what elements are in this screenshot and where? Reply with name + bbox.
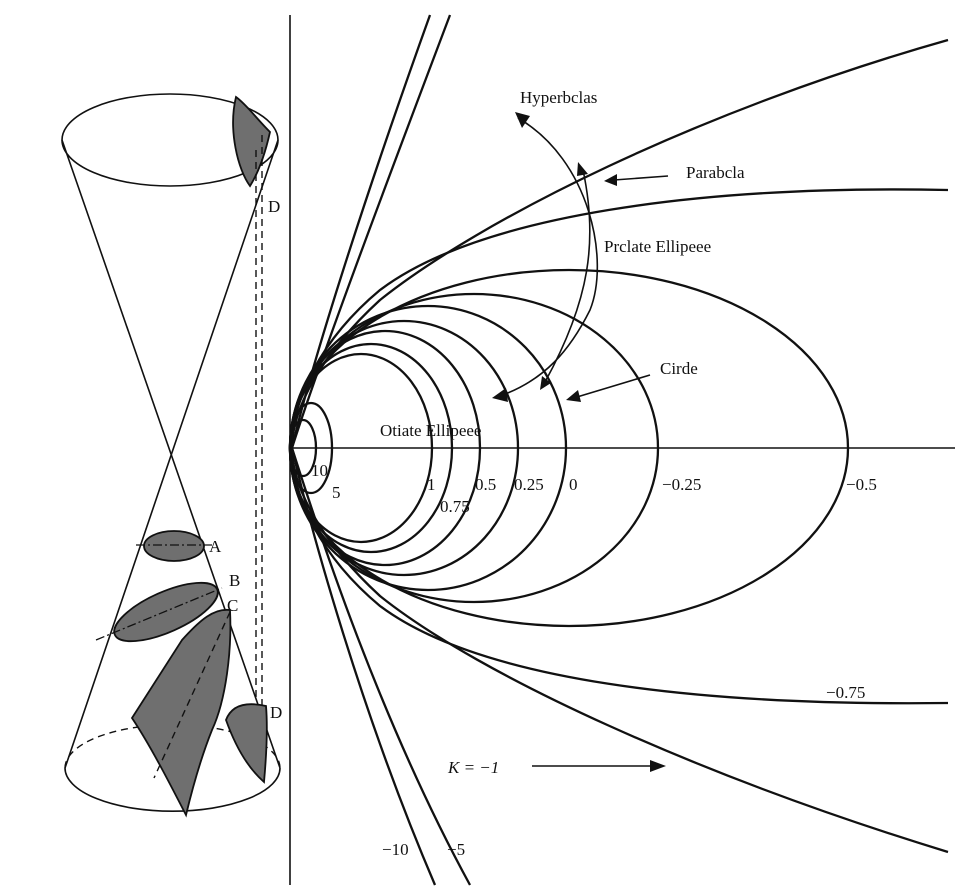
arrow-prolate-to-circle xyxy=(544,169,591,383)
k-label-5: 5 xyxy=(332,483,341,502)
cone-bottom-ellipse-front xyxy=(64,767,281,813)
ellipse-section xyxy=(113,581,219,643)
hyperbola-section-bottom xyxy=(225,703,268,784)
label-k-minus-one: K = −1 xyxy=(447,758,499,777)
label-oblate-ellipses: Otiate Ellipeee xyxy=(380,421,481,440)
arrow-circle-label xyxy=(576,374,651,398)
conic-curve-hyperbola-k-neg-10 xyxy=(290,14,437,886)
k-label-0-25: 0.25 xyxy=(514,475,544,494)
point-label-c: C xyxy=(227,596,238,615)
k-label-0: 0 xyxy=(569,475,578,494)
k-label-neg-10: −10 xyxy=(382,840,409,859)
k-label-10: 10 xyxy=(311,461,328,480)
arrow-parabola-label xyxy=(613,175,669,181)
cone-generator-right xyxy=(64,139,279,769)
k-label-neg-5: −5 xyxy=(447,840,465,859)
arrowhead-oblate xyxy=(492,388,508,402)
k-label-neg-0-5: −0.5 xyxy=(846,475,877,494)
conic-curve-k-neg-0-5 xyxy=(288,268,850,628)
k-label-neg-0-75: −0.75 xyxy=(826,683,865,702)
hyperbola-section-top xyxy=(232,95,271,188)
parabola-axis-line xyxy=(153,611,231,779)
k-label-0-75: 0.75 xyxy=(440,497,470,516)
point-label-a: A xyxy=(209,537,222,556)
conic-family-diagram: Hyperbclas Parabcla Prclate Ellipeee Cir… xyxy=(288,14,955,886)
conic-curve-hyperbola-k-neg-5 xyxy=(290,14,472,886)
label-hyperbolas: Hyperbclas xyxy=(520,88,597,107)
label-prolate-ellipses: Prclate Ellipeee xyxy=(604,237,711,256)
circle-section xyxy=(143,530,205,562)
point-label-d-bottom: D xyxy=(270,703,282,722)
k-label-1: 1 xyxy=(427,475,436,494)
arrowhead-hyperbola xyxy=(515,112,530,128)
conic-curve-k-neg-0-75 xyxy=(290,188,949,705)
label-parabola: Parabcla xyxy=(686,163,745,182)
k-label-0-5: 0.5 xyxy=(475,475,496,494)
arrowhead-k-minus-one xyxy=(650,760,666,772)
point-label-b: B xyxy=(229,571,240,590)
label-circle: Cirde xyxy=(660,359,698,378)
arrowhead-prolate-bottom xyxy=(540,376,551,390)
arrowhead-circle xyxy=(566,390,581,402)
ellipse-plane-line xyxy=(95,587,223,641)
parabola-section xyxy=(130,608,232,818)
conic-curve-k-neg-1-parabola xyxy=(290,38,949,854)
point-label-d-top: D xyxy=(268,197,280,216)
arrowhead-prolate-top xyxy=(577,162,588,176)
arrow-hyperbola-to-oblate xyxy=(499,117,599,397)
double-cone-diagram: D A B C D xyxy=(61,93,282,818)
k-label-neg-0-25: −0.25 xyxy=(662,475,701,494)
arrowhead-parabola xyxy=(604,174,617,186)
